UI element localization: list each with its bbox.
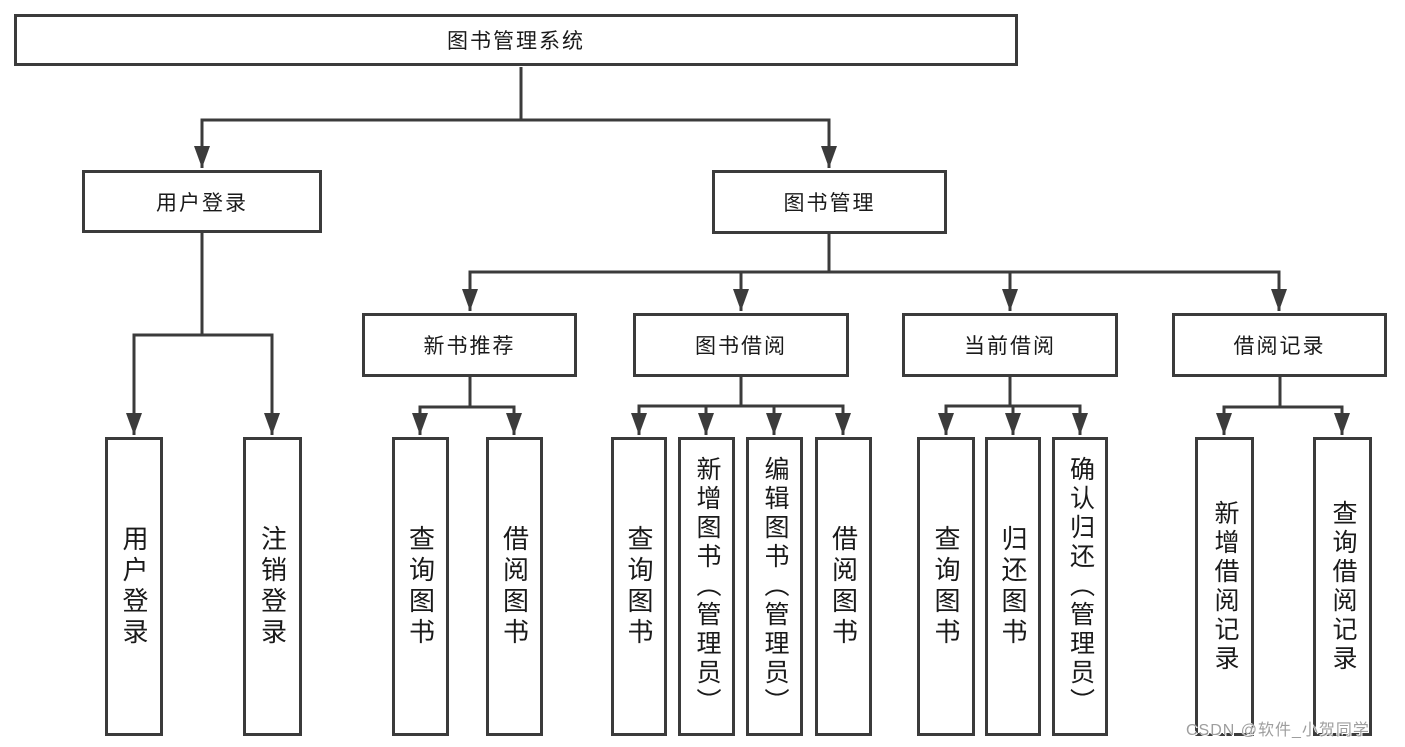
leaf-query-books-borrow: 查询图书 [611,437,667,736]
leaf-user-login: 用户登录 [105,437,163,736]
node-label: 归还图书 [998,524,1028,649]
node-current-borrow: 当前借阅 [902,313,1118,377]
node-label: 新增借阅记录 [1211,499,1239,674]
root-node-system: 图书管理系统 [14,14,1018,66]
leaf-edit-book-admin: 编辑图书（管理员） [746,437,803,736]
node-label: 图书管理系统 [447,30,585,53]
node-label: 查询图书 [624,524,654,649]
node-label: 新增图书（管理员） [693,456,721,717]
node-label: 注销登录 [257,524,288,649]
leaf-query-books-recommend: 查询图书 [392,437,449,736]
node-book-management: 图书管理 [712,170,947,234]
node-label: 新书推荐 [423,335,516,358]
leaf-borrow-books: 借阅图书 [815,437,872,736]
leaf-add-book-admin: 新增图书（管理员） [678,437,735,736]
csdn-watermark: CSDN @软件_小贺同学 [1186,722,1370,739]
node-label: 用户登录 [156,191,248,215]
leaf-query-books-current: 查询图书 [917,437,975,736]
node-label: 借阅记录 [1233,335,1326,358]
node-label: 查询图书 [931,524,961,649]
node-label: 图书借阅 [695,335,787,358]
node-user-login: 用户登录 [82,170,322,233]
leaf-logout-login: 注销登录 [243,437,302,736]
node-borrow-records: 借阅记录 [1172,313,1387,377]
node-label: 查询借阅记录 [1329,499,1357,674]
node-label: 确认归还（管理员） [1066,456,1095,717]
node-label: 用户登录 [119,524,149,649]
node-label: 查询图书 [405,524,436,649]
node-label: 图书管理 [783,192,876,215]
leaf-return-book: 归还图书 [985,437,1041,736]
node-label: 当前借阅 [964,335,1056,358]
node-new-book-recommend: 新书推荐 [362,313,577,377]
node-book-borrow: 图书借阅 [633,313,849,377]
leaf-confirm-return-admin: 确认归还（管理员） [1052,437,1108,736]
leaf-add-borrow-record: 新增借阅记录 [1195,437,1254,736]
node-label: 借阅图书 [828,524,859,649]
node-label: 编辑图书（管理员） [761,456,789,717]
connector-group [126,67,1350,435]
node-label: 借阅图书 [499,524,530,649]
leaf-borrow-books-recommend: 借阅图书 [486,437,543,736]
leaf-query-borrow-record: 查询借阅记录 [1313,437,1372,736]
